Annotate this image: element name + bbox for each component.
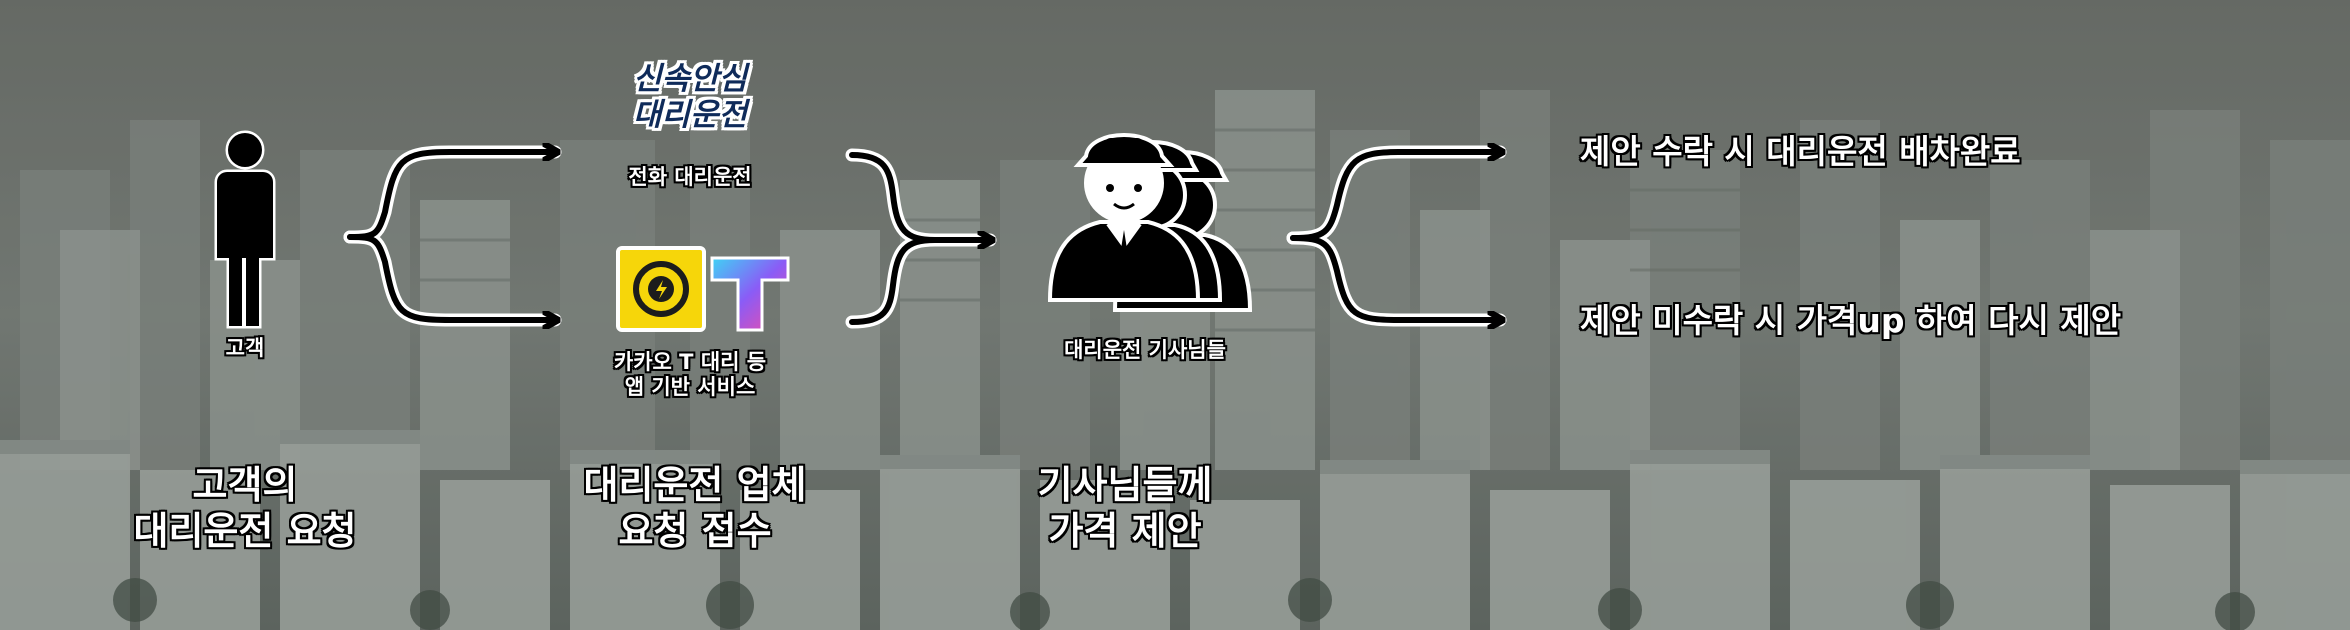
outcome-reject-text: 제안 미수락 시 가격up 하여 다시 제안 xyxy=(1580,301,2122,340)
kakao-t-logo-icon xyxy=(710,256,790,332)
drivers-group-icon xyxy=(1047,133,1253,312)
split-brace-outcomes xyxy=(1286,152,1507,320)
app-service-label: 카카오 T 대리 등 앱 기반 서비스 xyxy=(580,350,800,400)
brand-logo-text: 신속안심 대리운전 xyxy=(560,61,820,133)
stage-customer-request: 고객의 대리운전 요청 xyxy=(110,462,380,555)
split-brace-customer xyxy=(343,152,562,320)
stage-price-offer: 기사님들께 가격 제안 xyxy=(990,462,1260,555)
drivers-label: 대리운전 기사님들 xyxy=(1064,338,1226,362)
kakao-driver-app-icon xyxy=(616,246,706,332)
stage-2-line-2: 요청 접수 xyxy=(618,509,772,554)
stage-2-line-1: 대리운전 업체 xyxy=(583,463,807,507)
app-service-label-line-2: 앱 기반 서비스 xyxy=(624,374,756,399)
merge-brace-channels xyxy=(845,148,997,329)
stage-3-line-2: 가격 제안 xyxy=(1048,509,1202,554)
stage-1-line-2: 대리운전 요청 xyxy=(133,509,357,554)
stage-3-line-1: 기사님들께 xyxy=(1037,463,1213,507)
brand-line-1: 신속안심 xyxy=(632,61,748,97)
brand-line-2: 대리운전 xyxy=(632,96,748,133)
phone-service-label: 전화 대리운전 xyxy=(628,165,752,189)
app-service-label-line-1: 카카오 T 대리 등 xyxy=(613,350,767,374)
customer-label: 고객 xyxy=(225,336,265,360)
stage-company-intake: 대리운전 업체 요청 접수 xyxy=(560,462,830,555)
stage-1-line-1: 고객의 xyxy=(192,463,298,507)
person-icon xyxy=(214,130,276,329)
outcome-accept-text: 제안 수락 시 대리운전 배차완료 xyxy=(1580,132,2021,171)
